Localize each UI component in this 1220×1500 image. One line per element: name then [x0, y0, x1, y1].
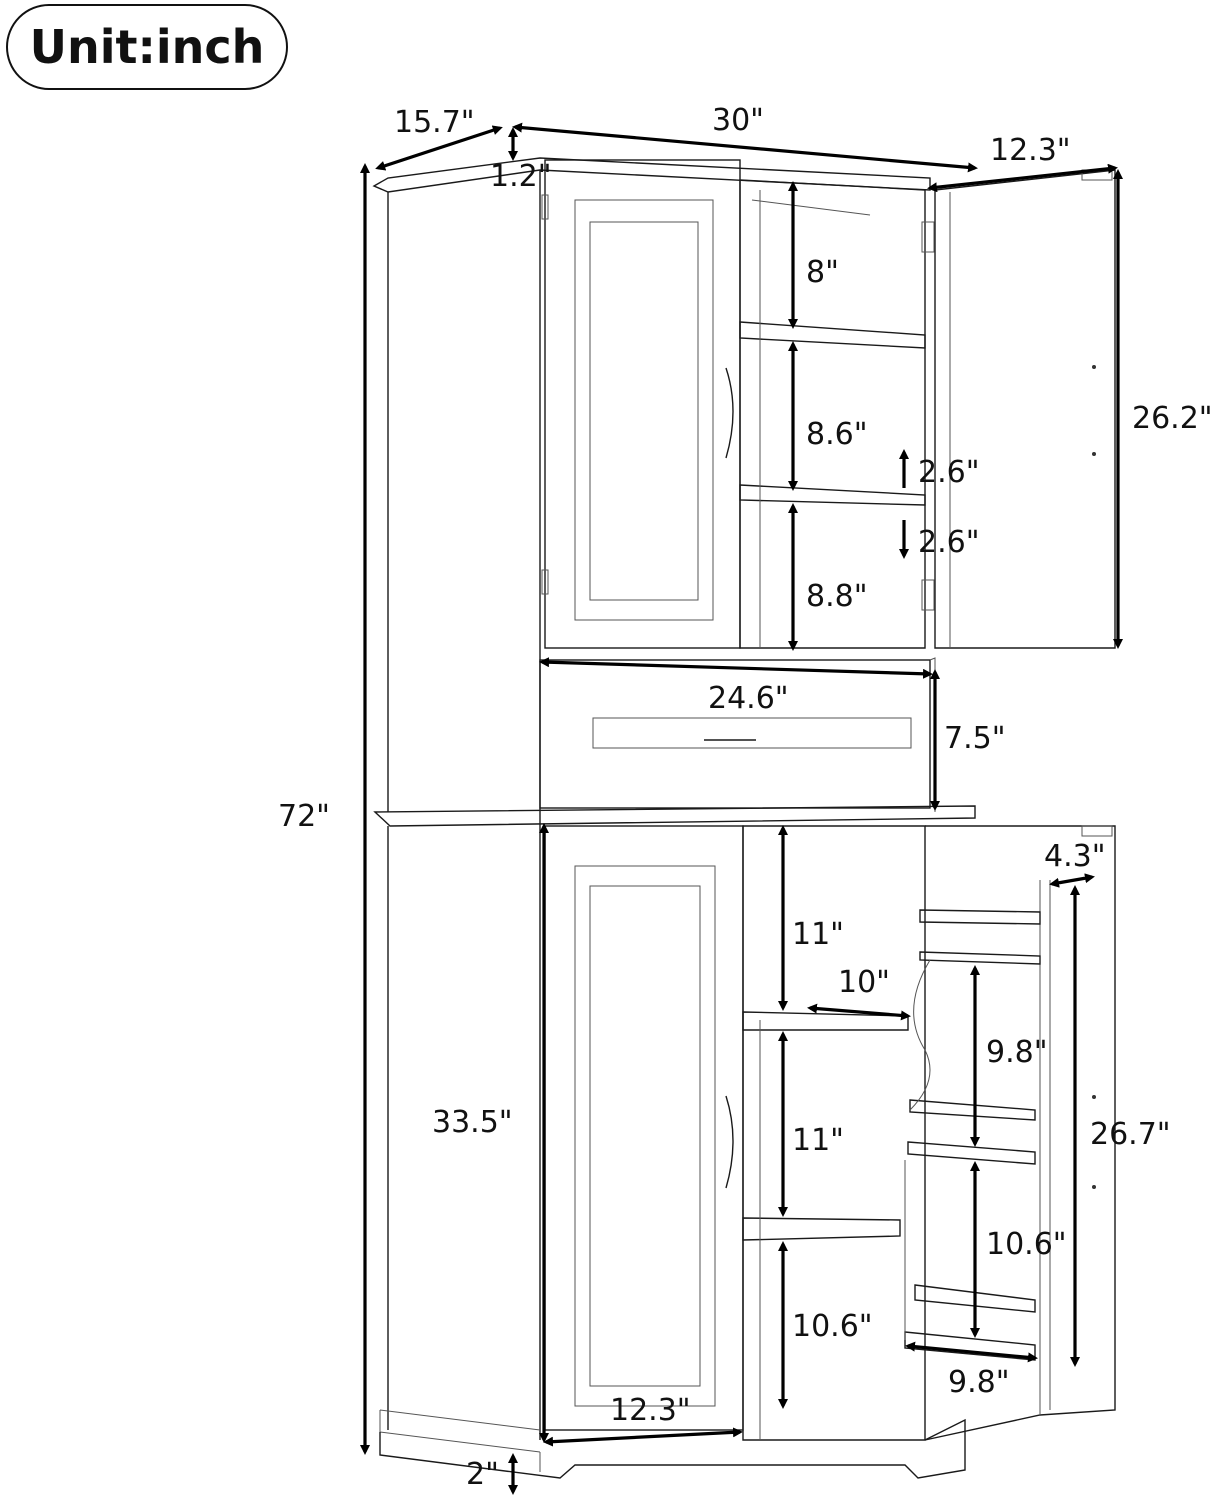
- label-rack-spacing-2: 10.6": [986, 1227, 1067, 1262]
- label-shelf-upper-1: 8": [806, 255, 839, 290]
- label-shelf-upper-2: 8.6": [806, 417, 868, 452]
- dim-line-lower-shelf-depth: [807, 1003, 911, 1021]
- label-top-trim: 1.2": [490, 159, 552, 194]
- upper-left-door: [544, 159, 741, 649]
- label-shelf-lower-3: 10.6": [792, 1309, 873, 1344]
- label-shelf-lower-2: 11": [792, 1123, 844, 1158]
- label-door-depth-top: 12.3": [990, 133, 1071, 168]
- upper-door-handle: [725, 367, 734, 459]
- label-rack-width: 9.8": [948, 1365, 1010, 1400]
- dim-line-depth: [375, 125, 503, 171]
- dim-line-rack-width: [905, 1341, 1038, 1363]
- dimension-lines: [360, 122, 1123, 1495]
- lower-door-handle: [725, 1095, 734, 1189]
- label-depth: 15.7": [394, 105, 475, 140]
- label-rack-spacing-1: 9.8": [986, 1035, 1048, 1070]
- dimension-labels: 15.7" 30" 1.2" 12.3" 8" 8.6" 2.6" 2.6" 8…: [278, 103, 1213, 1492]
- label-drawer-width: 24.6": [708, 681, 789, 716]
- label-total-height: 72": [278, 799, 330, 834]
- unit-badge: Unit:inch: [6, 4, 288, 90]
- label-rack-depth: 4.3": [1044, 839, 1106, 874]
- label-adjust-down: 2.6": [918, 525, 980, 560]
- label-lower-shelf-depth: 10": [838, 965, 890, 1000]
- label-base-height: 2": [466, 1457, 499, 1492]
- label-lower-door-height: 26.7": [1090, 1117, 1171, 1152]
- side-panel: [387, 170, 541, 1440]
- label-shelf-upper-3: 8.8": [806, 579, 868, 614]
- cabinet-drawing: [372, 157, 1116, 1479]
- dim-line-rack-depth: [1049, 873, 1095, 888]
- label-upper-door-height: 26.2": [1132, 401, 1213, 436]
- dim-line-lower-door-width: [543, 1427, 743, 1447]
- upper-interior: [739, 179, 926, 649]
- dim-line-door-depth-top: [927, 163, 1118, 193]
- label-adjust-up: 2.6": [918, 455, 980, 490]
- label-lower-door-width: 12.3": [610, 1393, 691, 1428]
- label-drawer-height: 7.5": [944, 721, 1006, 756]
- top-crown: [372, 157, 931, 193]
- label-shelf-lower-1: 11": [792, 917, 844, 952]
- cabinet-base: [379, 1418, 966, 1479]
- lower-right-door: [924, 825, 1116, 1441]
- label-lower-height: 33.5": [432, 1105, 513, 1140]
- label-top-width: 30": [712, 103, 764, 138]
- dim-line-top-width: [512, 122, 978, 173]
- upper-right-door: [934, 169, 1116, 649]
- dim-line-drawer-width: [539, 657, 933, 679]
